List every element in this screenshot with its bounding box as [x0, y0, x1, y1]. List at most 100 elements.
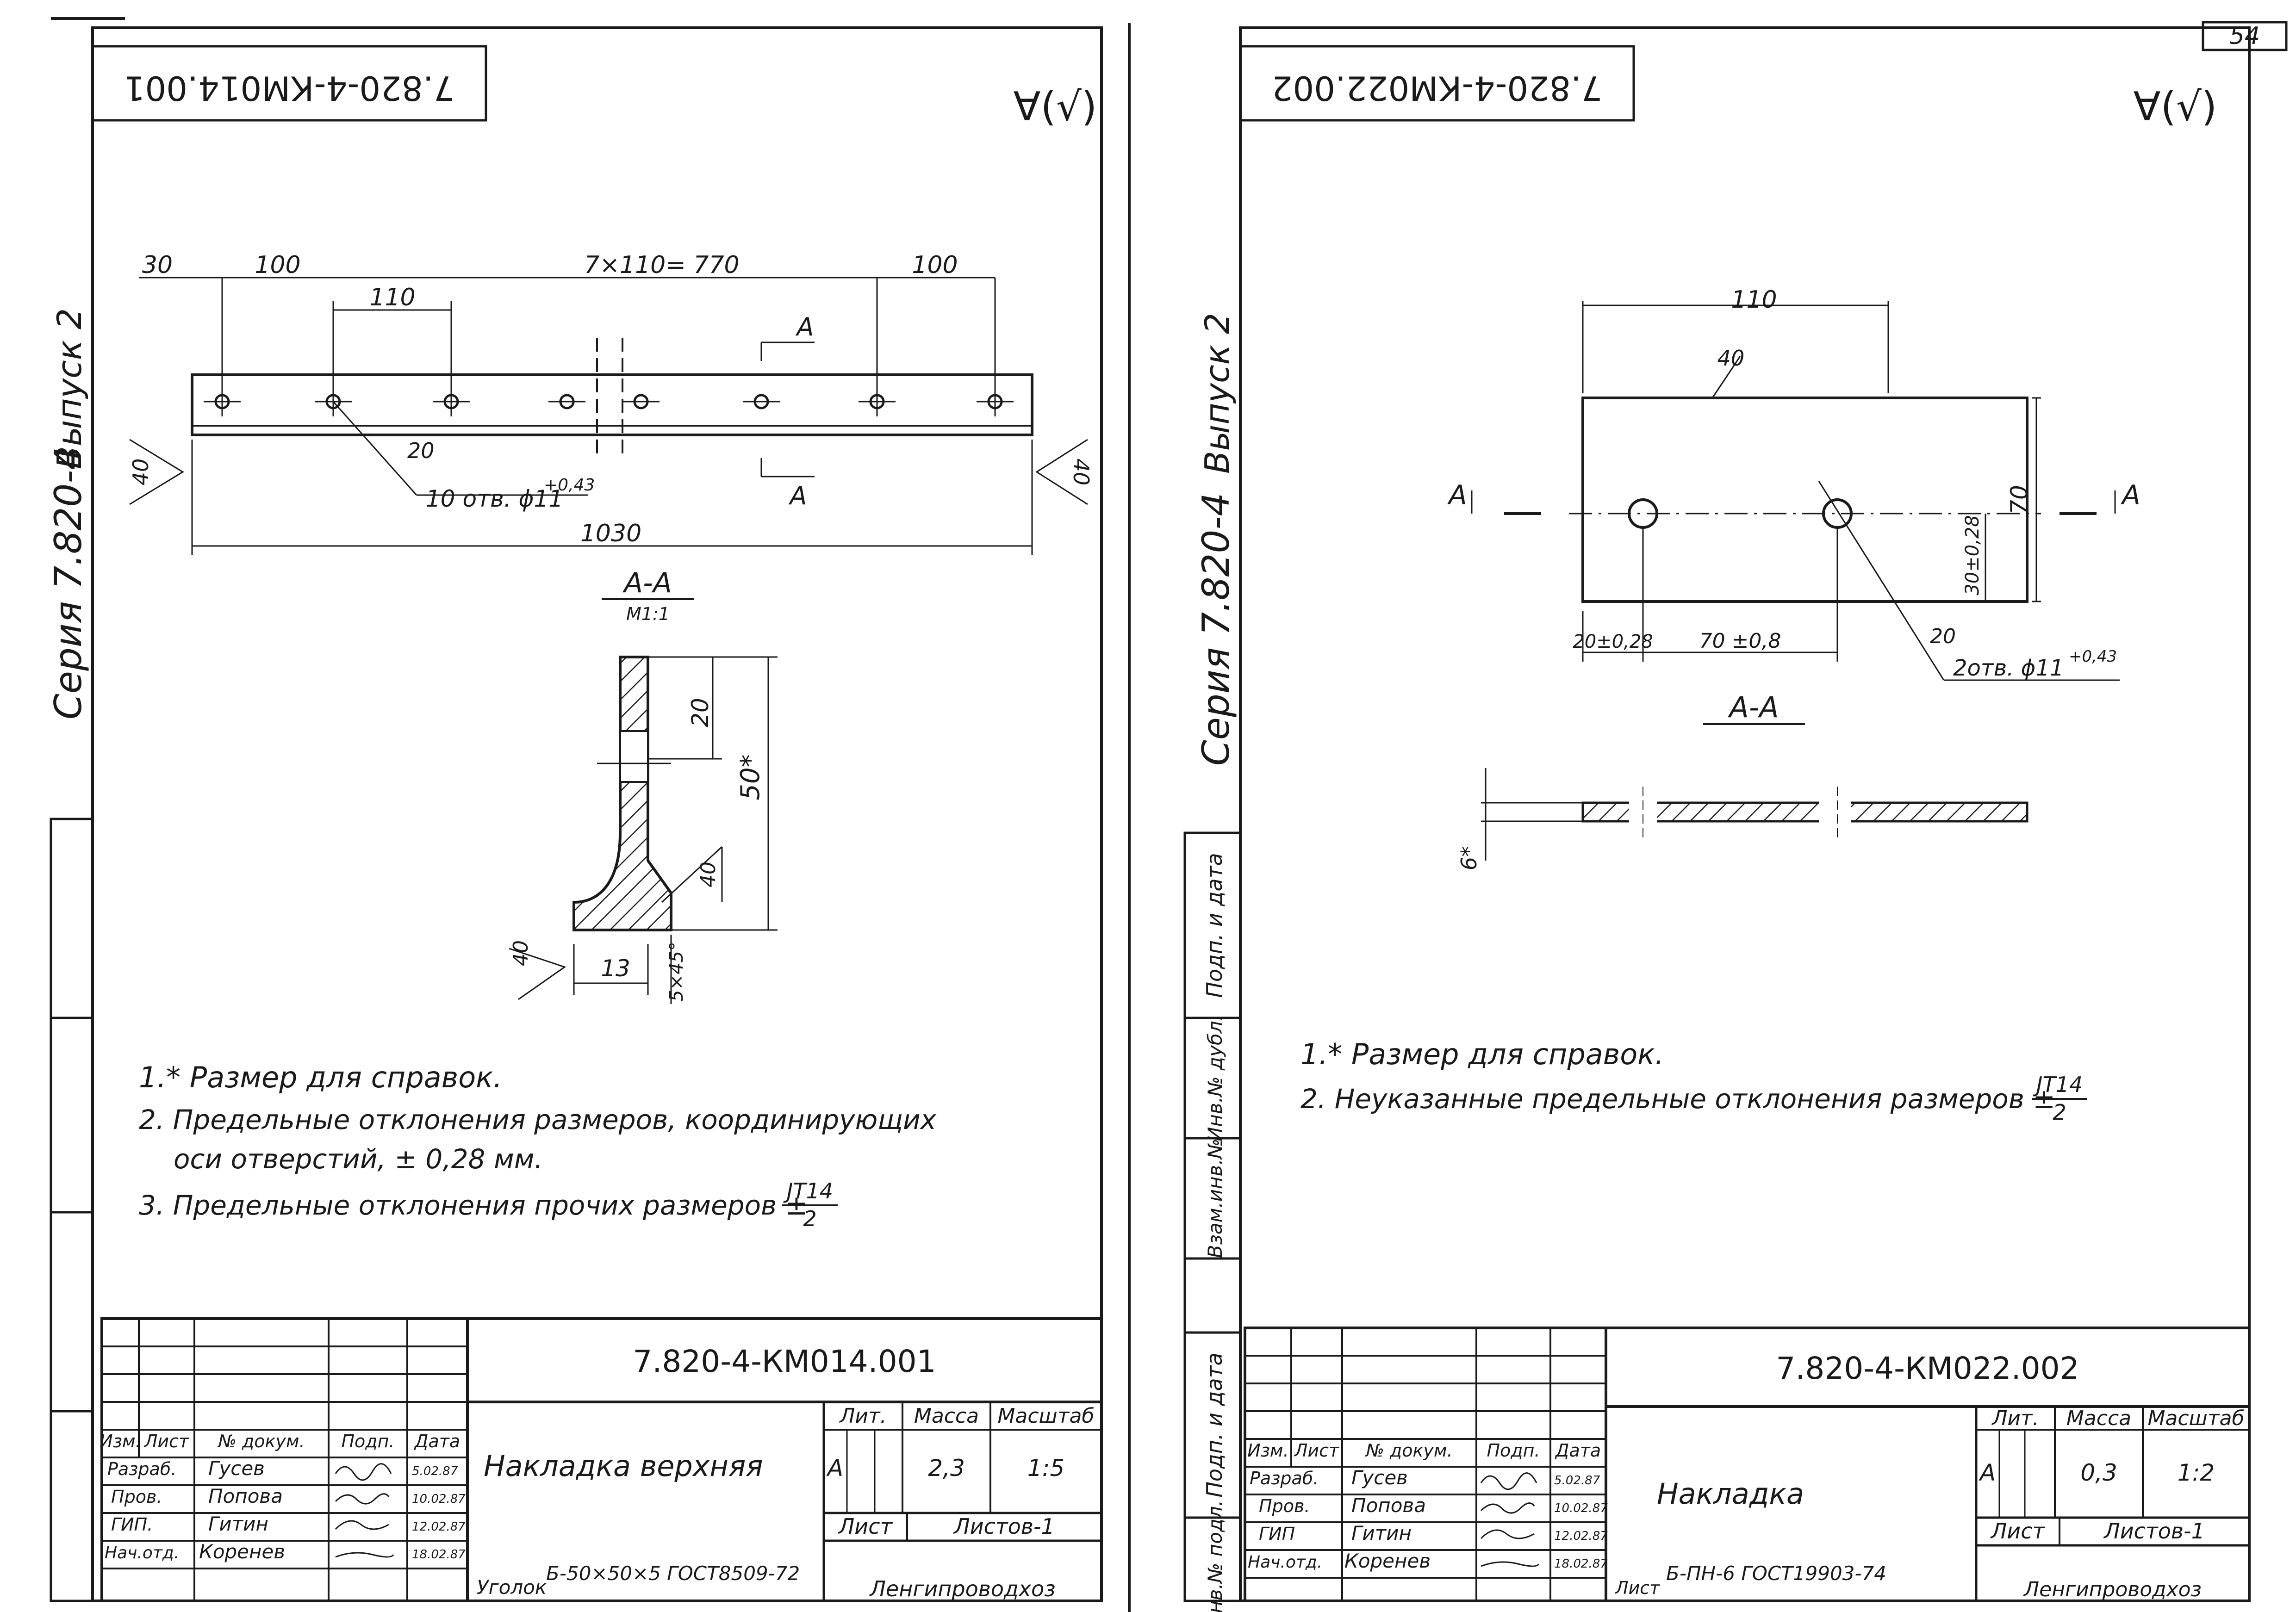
sec-weld-40-b: 40 — [509, 940, 533, 966]
right-notes: 1.* Размер для справок. 2. Неуказанные п… — [1300, 1037, 2087, 1125]
right-note-2: 2. Неуказанные предельные отклонения раз… — [1300, 1083, 2055, 1115]
left-roughness-mark: ∀(√) — [1014, 84, 1097, 130]
right-issue-label: Выпуск 2 — [1198, 313, 1237, 474]
left-title-block: 7.820-4-КМ014.001 Накладка верхняя Лит. … — [100, 1317, 1103, 1602]
dim-110: 110 — [369, 284, 415, 311]
sec-chamfer: 5×45° — [666, 942, 687, 1002]
left-section-aa: А-А М1:1 20 50* 13 — [509, 567, 778, 1004]
left-top-stamp-box — [91, 45, 487, 122]
left-name-3: Гитин — [208, 1513, 268, 1535]
holes-tolerance: +0,43 — [544, 476, 595, 495]
left-doc-code: 7.820-4-КМ014.001 — [633, 1344, 936, 1379]
right-hdr-list: Лист — [1294, 1440, 1340, 1461]
left-hdr-list: Лист — [143, 1431, 190, 1451]
right-date-4: 18.02.87 — [1554, 1557, 1608, 1571]
right-date-2: 10.02.87 — [1554, 1501, 1608, 1515]
left-note-1: 1.* Размер для справок. — [139, 1060, 502, 1094]
right-weld-20: 20 — [1930, 625, 1956, 648]
left-drawing-name: Накладка верхняя — [484, 1449, 763, 1483]
right-mass-value: 0,3 — [2080, 1459, 2117, 1486]
right-date-1: 5.02.87 — [1554, 1474, 1600, 1488]
left-plate-elevation: 30 100 7×110= 770 100 110 1030 10 отв. ϕ… — [128, 251, 1094, 555]
right-hdr-date: Дата — [1555, 1440, 1601, 1461]
left-date-3: 12.02.87 — [412, 1520, 466, 1534]
right-top-stamp: 7.820-4-КМ022.002 — [1272, 68, 1603, 107]
section-mark-a-top: A — [796, 312, 814, 341]
right-sec-dim-6: 6* — [1456, 846, 1481, 870]
right-sheet-label: Лист — [1990, 1519, 2046, 1544]
right-signatures — [1480, 1472, 1540, 1567]
right-material-prefix: Лист — [1614, 1578, 1661, 1598]
dim-7x110: 7×110= 770 — [584, 251, 739, 279]
left-scale-value: 1:5 — [1027, 1455, 1064, 1482]
right-section-mark-right: A — [2120, 479, 2140, 511]
right-roughness-mark: ∀(√) — [2134, 84, 2217, 130]
left-tol-den: 2 — [803, 1206, 816, 1231]
left-top-stamp: 7.820-4-КМ014.001 — [124, 68, 455, 107]
right-dim-70-wide: 70 ±0,8 — [1699, 629, 1781, 653]
dim-100-left: 100 — [255, 251, 300, 279]
left-note-2: 2. Предельные отклонения размеров, коорд… — [139, 1104, 937, 1135]
sec-weld-40: 40 — [697, 862, 720, 887]
right-weld-40: 40 — [1717, 346, 1745, 371]
right-lit-value: А — [1979, 1459, 1996, 1486]
left-role-3: ГИП. — [111, 1514, 153, 1535]
right-holes-tolerance: +0,43 — [2069, 647, 2117, 666]
left-name-4: Коренев — [199, 1540, 285, 1563]
left-material-prefix: Уголок — [477, 1576, 547, 1599]
left-name-2: Попова — [208, 1485, 283, 1507]
sec-dim-20: 20 — [687, 698, 714, 727]
left-date-2: 10.02.87 — [412, 1492, 466, 1506]
right-note-1: 1.* Размер для справок. — [1300, 1037, 1664, 1071]
right-doc-code: 7.820-4-КМ022.002 — [1776, 1351, 2079, 1386]
left-tol-num: JT14 — [783, 1178, 833, 1203]
right-section-mark-left: A — [1447, 479, 1467, 511]
right-role-3: ГИП — [1259, 1524, 1295, 1544]
sec-dim-13: 13 — [601, 955, 630, 982]
left-mass-label: Масса — [914, 1404, 979, 1428]
right-dim-110: 110 — [1731, 286, 1777, 314]
right-plate-plan: 110 40 70 30±0,28 20±0,28 70 ±0,8 20 2от… — [1447, 286, 2140, 681]
left-signatures — [335, 1463, 394, 1558]
side-stamp-inv-dubl: Инв.№ дубл. — [1204, 1015, 1226, 1141]
right-scale-label: Масштаб — [2147, 1407, 2244, 1430]
right-material: Б-ПН-6 ГОСТ19903-74 — [1666, 1562, 1886, 1585]
left-sheet: 7.820-4-КМ014.001 ∀(√) Серия 7.820-4 Вып… — [47, 17, 1131, 1612]
left-note-3: 3. Предельные отклонения прочих размеров… — [139, 1190, 808, 1221]
right-dim-20: 20±0,28 — [1573, 631, 1653, 652]
left-role-4: Нач.отд. — [105, 1544, 179, 1562]
side-stamp-inv-podl: Инв.№ подл. — [1204, 1500, 1226, 1612]
right-hdr-izm: Изм. — [1247, 1440, 1288, 1461]
left-hdr-docnum: № докум. — [217, 1431, 305, 1451]
left-material: Б-50×50×5 ГОСТ8509-72 — [546, 1562, 800, 1585]
left-section-scale: М1:1 — [626, 604, 670, 624]
left-issue-label: Выпуск 2 — [50, 308, 89, 469]
left-sheets-label: Листов-1 — [953, 1514, 1055, 1539]
left-note-2-cont: оси отверстий, ± 0,28 мм. — [174, 1143, 543, 1175]
right-scale-value: 1:2 — [2178, 1459, 2215, 1486]
dim-30: 30 — [142, 251, 173, 279]
right-role-1: Разраб. — [1250, 1468, 1319, 1488]
left-date-1: 5.02.87 — [412, 1464, 458, 1478]
right-hdr-docnum: № докум. — [1365, 1440, 1452, 1461]
left-hdr-izm: Изм. — [100, 1431, 141, 1451]
left-hdr-sign: Подп. — [341, 1431, 394, 1451]
left-lit-value: А — [826, 1455, 843, 1482]
right-side-stamp — [1183, 831, 1242, 1602]
left-series-label: Серия 7.820-4 — [47, 446, 90, 719]
left-sheet-label: Лист — [838, 1514, 893, 1539]
weld-20: 20 — [407, 438, 435, 463]
left-name-1: Гусев — [208, 1457, 265, 1480]
side-stamp-vzam-inv: Взам.инв.№ — [1204, 1139, 1226, 1258]
left-role-1: Разраб. — [107, 1459, 176, 1479]
right-section-title: А-А — [1727, 690, 1779, 724]
right-sheet: Подп. и дата Инв.№ дубл. Взам.инв.№ Подп… — [1183, 26, 2251, 1612]
page-number-box — [2202, 21, 2288, 51]
right-role-2: Пров. — [1259, 1496, 1310, 1516]
right-role-4: Нач.отд. — [1248, 1553, 1322, 1572]
left-scale-label: Масштаб — [997, 1404, 1094, 1428]
right-dim-30: 30±0,28 — [1962, 515, 1983, 595]
left-date-4: 18.02.87 — [412, 1548, 466, 1562]
holes-callout: 10 отв. ϕ11 — [426, 485, 563, 512]
right-tol-num: JT14 — [2033, 1072, 2083, 1097]
